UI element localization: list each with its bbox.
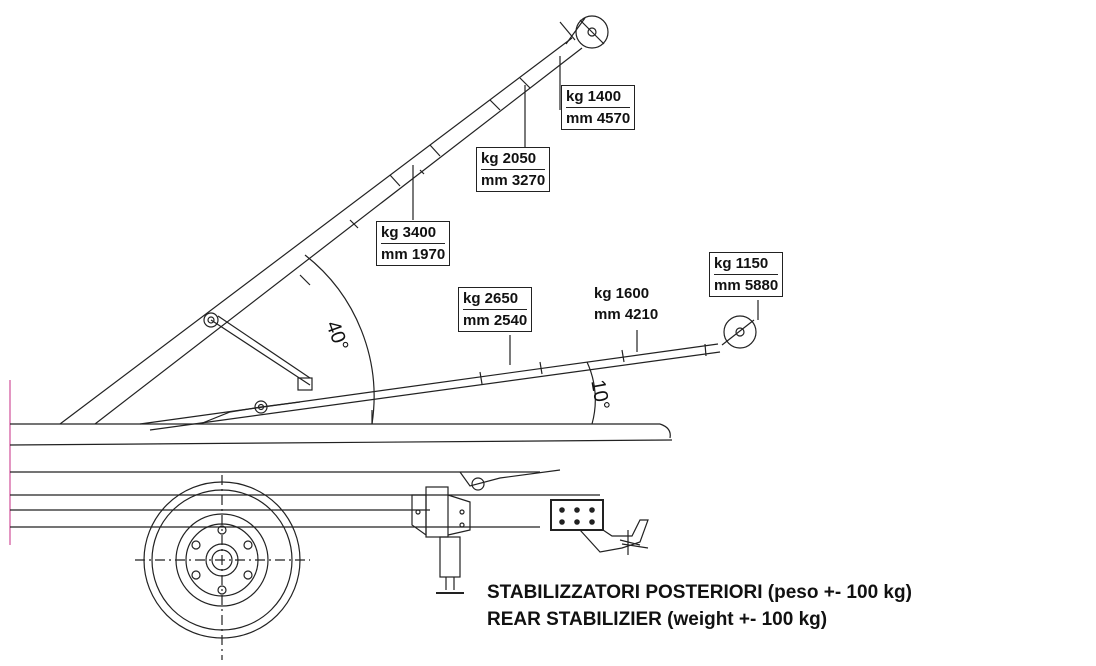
load-label: kg 1150 mm 5880 xyxy=(709,252,784,297)
upper-boom xyxy=(59,15,609,425)
load-mm: mm 4570 xyxy=(566,110,631,127)
load-label: kg 1600 mm 4210 xyxy=(590,283,663,325)
load-kg: kg 2650 xyxy=(463,289,528,310)
load-mm: mm 4210 xyxy=(594,306,659,323)
load-label: kg 2650 mm 2540 xyxy=(458,287,533,332)
wheel-icon xyxy=(135,475,310,660)
load-label: kg 3400 mm 1970 xyxy=(376,221,451,266)
load-kg: kg 2050 xyxy=(481,149,546,170)
load-kg: kg 1150 xyxy=(714,254,779,275)
load-mm: mm 3270 xyxy=(481,172,546,189)
stabilizer-right xyxy=(550,499,649,555)
angle-lower: 10° xyxy=(586,378,614,412)
load-label: kg 1400 mm 4570 xyxy=(561,85,636,130)
caption-english: REAR STABILIZIER (weight +- 100 kg) xyxy=(487,609,828,630)
load-mm: mm 2540 xyxy=(463,312,528,329)
load-mm: mm 1970 xyxy=(381,246,446,263)
caption-italian: STABILIZZATORI POSTERIORI (peso +- 100 k… xyxy=(487,582,912,603)
truck-bed xyxy=(9,423,673,528)
load-kg: kg 3400 xyxy=(381,223,446,244)
load-kg: kg 1400 xyxy=(566,87,631,108)
load-mm: mm 5880 xyxy=(714,277,779,294)
load-kg: kg 1600 xyxy=(594,285,650,302)
load-label: kg 2050 mm 3270 xyxy=(476,147,551,192)
lower-boom xyxy=(139,315,757,431)
stabilizer-left xyxy=(411,486,471,594)
